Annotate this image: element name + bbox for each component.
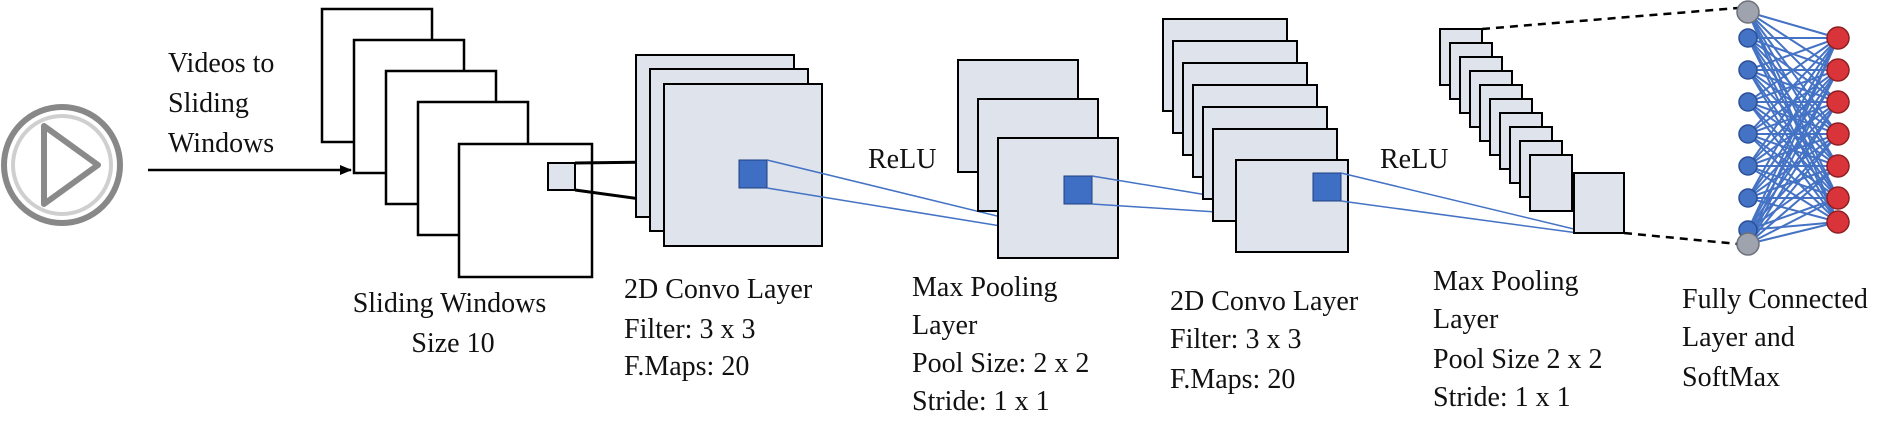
fc-connection: [1747, 37, 1839, 103]
fc-input-node: [1736, 232, 1760, 256]
feature-map: [1529, 154, 1573, 212]
fc-caption: Fully Connected Layer and SoftMax: [1682, 284, 1875, 393]
caption-line: Max Pooling: [1433, 266, 1578, 297]
caption-line: Layer: [1433, 304, 1499, 335]
filter-box: [1063, 175, 1093, 205]
fc-input-node: [1738, 28, 1758, 48]
fc-connection: [1747, 37, 1839, 135]
sliding-windows-caption: Sliding Windows Size 10: [353, 288, 554, 359]
pool2-feature-maps: [1439, 28, 1625, 234]
feature-map: [1573, 172, 1625, 234]
fc-output-node: [1826, 26, 1850, 50]
fc-connection: [1747, 69, 1839, 245]
caption-line: Pool Size: 2 x 2: [912, 348, 1089, 379]
pool1-caption: Max Pooling Layer Pool Size: 2 x 2 Strid…: [912, 272, 1096, 417]
fc-connection: [1747, 37, 1839, 245]
input-label-line: Windows: [168, 128, 274, 159]
caption-line: Max Pooling: [912, 272, 1057, 303]
fc-connection: [1747, 221, 1839, 245]
conv2-caption: 2D Convo Layer Filter: 3 x 3 F.Maps: 20: [1170, 286, 1365, 395]
caption-line: 2D Convo Layer: [624, 274, 813, 305]
input-label-line: Videos to: [168, 48, 274, 79]
caption-line: SoftMax: [1682, 362, 1780, 393]
play-circle-icon: [1, 104, 123, 226]
caption-line: F.Maps: 20: [624, 351, 749, 382]
fc-input-node: [1736, 0, 1760, 24]
caption-line: 2D Convo Layer: [1170, 286, 1359, 317]
fc-output-node: [1826, 90, 1850, 114]
fc-input-node: [1738, 92, 1758, 112]
fully-connected-network: [1736, 0, 1850, 256]
conv2-feature-maps: [1162, 18, 1349, 253]
fc-input-node: [1738, 60, 1758, 80]
fc-output-node: [1826, 210, 1850, 234]
caption-line: Stride: 1 x 1: [1433, 382, 1571, 413]
feature-map: [997, 137, 1119, 259]
caption-line: Layer and: [1682, 322, 1795, 353]
caption-line: Fully Connected: [1682, 284, 1868, 315]
caption-line: Filter: 3 x 3: [1170, 324, 1301, 355]
fc-output-node: [1826, 154, 1850, 178]
fc-input-node: [1738, 188, 1758, 208]
fc-connection: [1747, 37, 1839, 199]
fc-input-node: [1738, 156, 1758, 176]
caption-line: Layer: [912, 310, 978, 341]
caption-line: Stride: 1 x 1: [912, 386, 1050, 417]
flatten-line: [1623, 231, 1739, 246]
fc-connection: [1747, 165, 1839, 245]
pool2-caption: Max Pooling Layer Pool Size 2 x 2 Stride…: [1433, 266, 1610, 413]
conv1-feature-maps: [635, 54, 823, 247]
fc-connection: [1747, 37, 1839, 167]
relu2-label: ReLU: [1380, 144, 1448, 175]
caption-line: Filter: 3 x 3: [624, 314, 755, 345]
caption-line: Size 10: [411, 328, 494, 359]
fc-connection: [1747, 69, 1839, 223]
fc-output-node: [1826, 58, 1850, 82]
conv1-caption: 2D Convo Layer Filter: 3 x 3 F.Maps: 20: [624, 274, 819, 382]
receptive-field-box: [547, 162, 576, 191]
input-label: Videos to Sliding Windows: [168, 48, 281, 159]
filter-box: [1312, 172, 1342, 202]
caption-line: Pool Size 2 x 2: [1433, 344, 1603, 375]
fc-connection: [1747, 133, 1839, 245]
fc-connection: [1747, 37, 1839, 71]
connection-line: [1340, 200, 1579, 234]
fc-connection: [1747, 69, 1839, 231]
fc-connection: [1747, 37, 1839, 223]
fc-connection: [1747, 101, 1839, 223]
filter-box: [738, 159, 768, 189]
caption-line: F.Maps: 20: [1170, 364, 1295, 395]
connection-line: [1340, 172, 1579, 231]
fc-connection: [1747, 197, 1839, 245]
flatten-line: [1481, 6, 1739, 31]
fc-connection: [1747, 221, 1839, 231]
fc-output-node: [1826, 186, 1850, 210]
fc-connection: [1747, 101, 1839, 245]
fc-input-node: [1738, 124, 1758, 144]
sliding-windows-stack: [320, 7, 743, 279]
pool1-feature-maps: [957, 59, 1119, 259]
caption-line: Sliding Windows: [353, 288, 547, 319]
input-label-line: Sliding: [168, 88, 249, 119]
fc-connection: [1747, 11, 1839, 39]
relu1-label: ReLU: [868, 144, 936, 175]
fc-output-node: [1826, 122, 1850, 146]
